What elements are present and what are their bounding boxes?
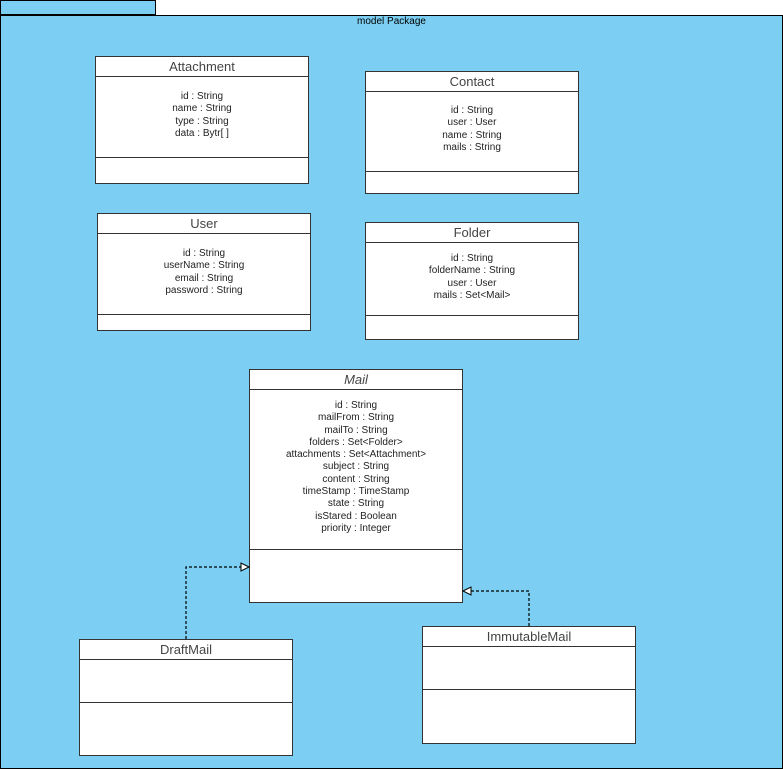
class-name: ImmutableMail xyxy=(423,627,635,647)
class-name: Mail xyxy=(250,370,462,390)
attribute: user : User xyxy=(447,277,497,289)
attribute-list: id : String user : User name : String ma… xyxy=(366,105,578,154)
operations-divider xyxy=(366,315,578,316)
attribute: mailTo : String xyxy=(324,424,388,436)
class-mail[interactable]: Mail id : String mailFrom : String mailT… xyxy=(249,369,463,603)
operations-divider xyxy=(423,689,635,690)
attribute: content : String xyxy=(322,473,390,485)
class-name: Attachment xyxy=(96,57,308,77)
attribute: id : String xyxy=(450,105,494,116)
class-name: User xyxy=(98,214,310,234)
class-name: Folder xyxy=(366,223,578,243)
attribute: name : String xyxy=(442,129,502,141)
attribute: userName : String xyxy=(163,260,245,272)
operations-divider xyxy=(96,157,308,158)
attribute: name : String xyxy=(172,103,232,115)
attribute-list: id : String mailFrom : String mailTo : S… xyxy=(250,400,462,535)
attribute: email : String xyxy=(174,272,234,284)
package-tab xyxy=(0,0,156,15)
attribute: user : User xyxy=(447,117,497,129)
operations-divider xyxy=(80,702,292,703)
attribute: attachments : Set<Attachment> xyxy=(285,449,427,461)
attribute: mails : Set<Mail> xyxy=(433,289,511,301)
attribute: priority : Integer xyxy=(321,522,391,534)
class-name: Contact xyxy=(366,72,578,92)
operations-divider xyxy=(98,314,310,315)
attribute: folders : Set<Folder> xyxy=(309,436,403,448)
class-draftmail[interactable]: DraftMail xyxy=(79,639,293,756)
attribute: isStared : Boolean xyxy=(315,510,397,522)
operations-divider xyxy=(250,549,462,550)
attribute: mailFrom : String xyxy=(317,412,395,424)
attribute: id : String xyxy=(334,400,378,411)
attribute-list: id : String name : String type : String … xyxy=(96,91,308,140)
attribute: state : String xyxy=(327,498,385,510)
attribute: data : Bytr[ ] xyxy=(175,127,229,139)
attribute: id : String xyxy=(180,91,224,102)
attribute: mails : String xyxy=(443,141,501,153)
class-attachment[interactable]: Attachment id : String name : String typ… xyxy=(95,56,309,184)
attribute: folderName : String xyxy=(428,265,516,277)
class-user[interactable]: User id : String userName : String email… xyxy=(97,213,311,331)
attribute: type : String xyxy=(175,115,229,127)
attribute: timeStamp : TimeStamp xyxy=(302,486,410,498)
class-immutablemail[interactable]: ImmutableMail xyxy=(422,626,636,744)
operations-divider xyxy=(366,171,578,172)
class-contact[interactable]: Contact id : String user : User name : S… xyxy=(365,71,579,194)
attribute: id : String xyxy=(450,253,494,264)
package-title: model Package xyxy=(357,16,426,27)
attribute: password : String xyxy=(165,284,243,296)
class-name: DraftMail xyxy=(80,640,292,660)
attribute-list: id : String userName : String email : St… xyxy=(98,248,310,297)
attribute: subject : String xyxy=(322,461,390,473)
attribute: id : String xyxy=(182,248,226,259)
attribute-list: id : String folderName : String user : U… xyxy=(366,253,578,302)
class-folder[interactable]: Folder id : String folderName : String u… xyxy=(365,222,579,340)
